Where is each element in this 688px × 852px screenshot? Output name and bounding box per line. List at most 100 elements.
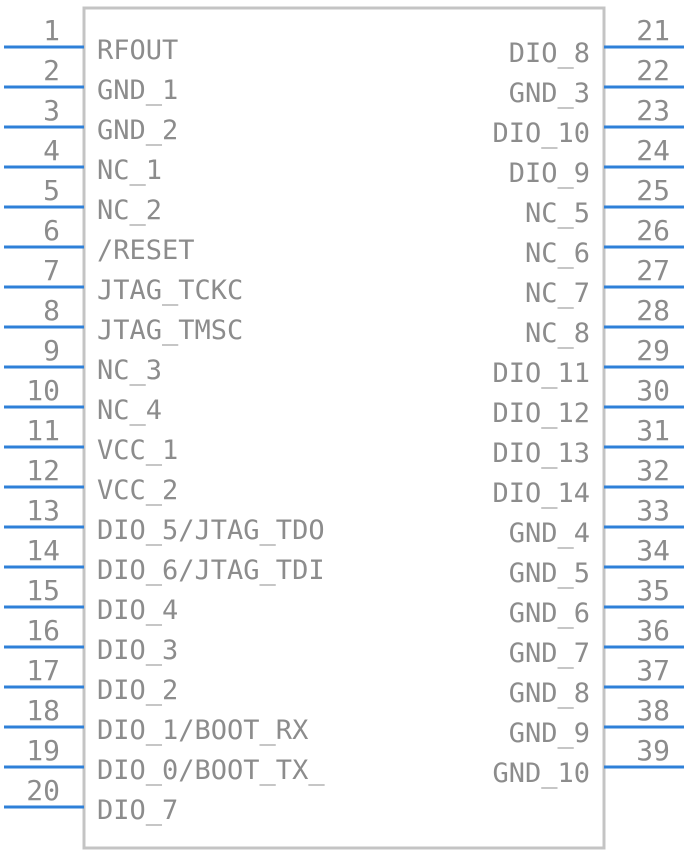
pin-number: 4 bbox=[43, 134, 60, 167]
pin-label: NC_1 bbox=[97, 155, 162, 186]
pin-label: NC_8 bbox=[525, 318, 590, 349]
pin-number: 33 bbox=[636, 494, 670, 527]
pin-label: VCC_2 bbox=[97, 475, 178, 506]
pin-number: 2 bbox=[43, 54, 60, 87]
pin-number: 19 bbox=[26, 734, 60, 767]
pin-number: 6 bbox=[43, 214, 60, 247]
component-body bbox=[82, 6, 606, 850]
pin-label: GND_7 bbox=[509, 638, 590, 669]
pin-number: 17 bbox=[26, 654, 60, 687]
pin-label: DIO_9 bbox=[509, 158, 590, 189]
pin-number: 35 bbox=[636, 574, 670, 607]
pin-number: 10 bbox=[26, 374, 60, 407]
pin-label: DIO_10 bbox=[492, 118, 590, 149]
pin-label: VCC_1 bbox=[97, 435, 178, 466]
pin-number: 14 bbox=[26, 534, 60, 567]
pin-label: NC_4 bbox=[97, 395, 162, 426]
pin-number: 34 bbox=[636, 534, 670, 567]
pin-number: 13 bbox=[26, 494, 60, 527]
pin-label: GND_9 bbox=[509, 718, 590, 749]
pin-label: DIO_14 bbox=[492, 478, 590, 509]
pin-label: DIO_12 bbox=[492, 398, 590, 429]
pin-label: NC_6 bbox=[525, 238, 590, 269]
pin-label: NC_7 bbox=[525, 278, 590, 309]
pin-label: GND_3 bbox=[509, 78, 590, 109]
pin-label: NC_3 bbox=[97, 355, 162, 386]
pin-label: NC_5 bbox=[525, 198, 590, 229]
pin-number: 39 bbox=[636, 734, 670, 767]
pin-number: 1 bbox=[43, 14, 60, 47]
pin-number: 24 bbox=[636, 134, 670, 167]
pin-label: DIO_2 bbox=[97, 675, 178, 706]
pin-label: DIO_7 bbox=[97, 795, 178, 826]
pin-number: 29 bbox=[636, 334, 670, 367]
pin-number: 37 bbox=[636, 654, 670, 687]
pin-label: GND_6 bbox=[509, 598, 590, 629]
pin-label: GND_2 bbox=[97, 115, 178, 146]
pin-label: NC_2 bbox=[97, 195, 162, 226]
pin-4: 4NC_1 bbox=[4, 134, 162, 186]
pin-label: DIO_4 bbox=[97, 595, 178, 626]
pin-label: GND_4 bbox=[509, 518, 590, 549]
pin-label: JTAG_TMSC bbox=[97, 315, 243, 346]
pin-number: 15 bbox=[26, 574, 60, 607]
pin-9: 9NC_3 bbox=[4, 334, 162, 386]
pin-number: 28 bbox=[636, 294, 670, 327]
right-pin-group: 21DIO_822GND_323DIO_1024DIO_925NC_526NC_… bbox=[492, 14, 684, 789]
pin-number: 36 bbox=[636, 614, 670, 647]
pin-number: 25 bbox=[636, 174, 670, 207]
pin-number: 20 bbox=[26, 774, 60, 807]
pin-number: 22 bbox=[636, 54, 670, 87]
pin-label: GND_1 bbox=[97, 75, 178, 106]
pin-label: DIO_8 bbox=[509, 38, 590, 69]
pin-number: 3 bbox=[43, 94, 60, 127]
pin-label: DIO_5/JTAG_TDO bbox=[97, 515, 325, 546]
pin-number: 23 bbox=[636, 94, 670, 127]
pin-number: 9 bbox=[43, 334, 60, 367]
pin-label: DIO_0/BOOT_TX_ bbox=[97, 755, 325, 786]
pin-label: DIO_3 bbox=[97, 635, 178, 666]
pin-number: 7 bbox=[43, 254, 60, 287]
pin-number: 5 bbox=[43, 174, 60, 207]
pin-label: GND_10 bbox=[492, 758, 590, 789]
pin-number: 18 bbox=[26, 694, 60, 727]
pin-label: DIO_13 bbox=[492, 438, 590, 469]
pin-number: 38 bbox=[636, 694, 670, 727]
pin-6: 6/RESET bbox=[4, 214, 195, 266]
pin-label: /RESET bbox=[97, 235, 195, 266]
pin-number: 30 bbox=[636, 374, 670, 407]
pin-label: DIO_11 bbox=[492, 358, 590, 389]
pin-number: 8 bbox=[43, 294, 60, 327]
pin-number: 32 bbox=[636, 454, 670, 487]
